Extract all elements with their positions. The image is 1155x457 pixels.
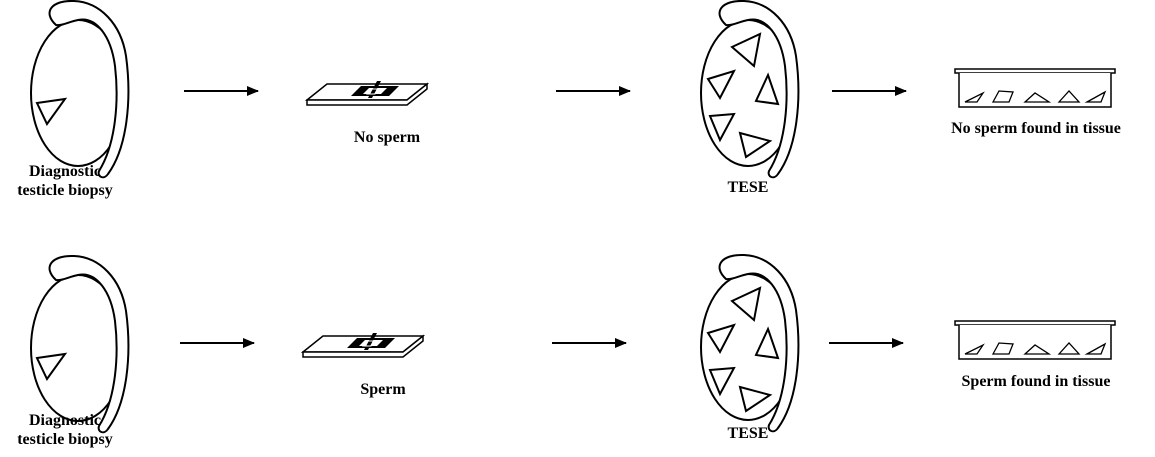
biopsy-label: Diagnostic testicle biopsy [0, 162, 130, 200]
microscope-slide [307, 78, 427, 105]
tissue-dish [955, 321, 1115, 359]
biopsy-label-line2: testicle biopsy [0, 430, 130, 449]
tese-testis-figure [701, 255, 798, 431]
slide-result-label: Sperm [313, 380, 453, 399]
biopsy-label-line2: testicle biopsy [0, 181, 130, 200]
biopsy-label-line1: Diagnostic [0, 411, 130, 430]
biopsy-label-line1: Diagnostic [0, 162, 130, 181]
slide-result-label: No sperm [317, 128, 457, 147]
microscope-slide [303, 330, 423, 357]
tese-testis-figure [701, 1, 798, 177]
tese-label: TESE [690, 424, 806, 443]
biopsy-label: Diagnostic testicle biopsy [0, 411, 130, 449]
tissue-result-label: No sperm found in tissue [925, 119, 1147, 138]
tese-label: TESE [690, 178, 806, 197]
biopsy-testis-figure [31, 256, 128, 432]
tissue-dish [955, 69, 1115, 107]
tissue-result-label: Sperm found in tissue [925, 372, 1147, 391]
biopsy-testis-figure [31, 1, 128, 177]
